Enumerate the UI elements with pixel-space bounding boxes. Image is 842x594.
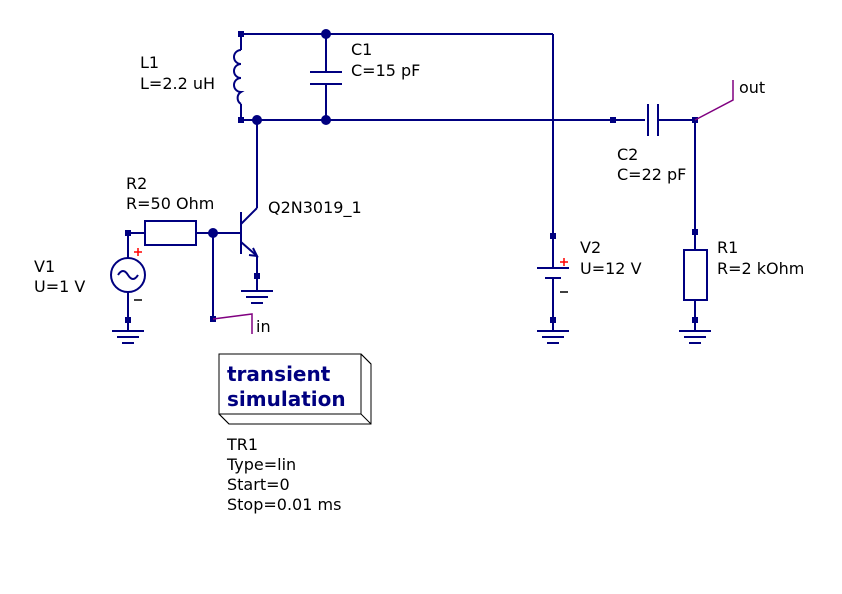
port-marker xyxy=(610,117,616,123)
wire-label-line xyxy=(694,80,734,121)
capacitor-c1: C1 C=15 pF xyxy=(310,40,420,85)
l1-value: L=2.2 uH xyxy=(140,74,215,93)
sim-title-line2: simulation xyxy=(227,387,346,411)
ground-icon xyxy=(241,290,273,304)
sim-name: TR1 xyxy=(226,435,258,454)
ac-source-v1: V1 U=1 V xyxy=(34,248,146,301)
resistor-body xyxy=(683,249,708,301)
ground-symbols xyxy=(112,290,711,344)
ground-icon xyxy=(537,330,569,344)
c1-name: C1 xyxy=(351,40,372,59)
r1-value: R=2 kOhm xyxy=(717,259,804,278)
transistor-emitter-leg xyxy=(240,241,258,257)
transistor-collector-leg xyxy=(240,207,258,225)
r2-name: R2 xyxy=(126,174,147,193)
port-marker xyxy=(125,317,131,323)
port-marker xyxy=(238,31,244,37)
v2-name: V2 xyxy=(580,238,601,257)
port-marker xyxy=(125,230,131,236)
v1-value: U=1 V xyxy=(34,277,85,296)
out-label: out xyxy=(739,78,765,97)
resistor-r1: R1 R=2 kOhm xyxy=(683,232,804,301)
sim-block-frame xyxy=(218,353,362,415)
r2-value: R=50 Ohm xyxy=(126,194,214,213)
sine-wave-icon xyxy=(117,270,139,280)
v1-name: V1 xyxy=(34,257,55,276)
r1-name: R1 xyxy=(717,238,738,257)
sim-title-line1: transient xyxy=(227,362,331,386)
c2-value: C=22 pF xyxy=(617,165,686,184)
simulation-params: TR1 Type=lin Start=0 Stop=0.01 ms xyxy=(226,435,341,514)
v2-value: U=12 V xyxy=(580,259,642,278)
wire-label-line xyxy=(212,313,253,334)
port-marker xyxy=(323,117,329,123)
port-marker xyxy=(550,317,556,323)
npn-transistor-q1: Q2N3019_1 xyxy=(240,190,362,262)
port-marker xyxy=(254,273,260,279)
junction-dot xyxy=(208,228,218,238)
ground-icon xyxy=(112,330,144,344)
l1-name: L1 xyxy=(140,53,159,72)
emitter-arrow-icon xyxy=(248,247,259,258)
simulation-block[interactable]: transient simulation xyxy=(218,353,372,425)
junction-dot xyxy=(252,115,262,125)
ac-source-circle xyxy=(110,257,146,293)
junction-dot xyxy=(321,29,331,39)
in-label: in xyxy=(256,317,271,336)
inductor-coil xyxy=(233,49,245,105)
sim-stop: Stop=0.01 ms xyxy=(227,495,341,514)
resistor-r2: R2 R=50 Ohm xyxy=(126,174,214,246)
port-marker xyxy=(692,317,698,323)
dc-source-v2: V2 U=12 V xyxy=(537,236,642,293)
wire-label-in: in xyxy=(212,313,271,336)
sim-type: Type=lin xyxy=(226,455,296,474)
c1-value: C=15 pF xyxy=(351,61,420,80)
port-marker xyxy=(238,117,244,123)
wire-label-out: out xyxy=(694,78,765,121)
sim-start: Start=0 xyxy=(227,475,290,494)
resistor-body xyxy=(144,220,197,246)
inductor-l1: L1 L=2.2 uH xyxy=(140,49,245,105)
ground-icon xyxy=(679,330,711,344)
capacitor-c2: C2 C=22 pF xyxy=(617,104,686,184)
q1-name: Q2N3019_1 xyxy=(268,198,362,218)
c2-name: C2 xyxy=(617,145,638,164)
